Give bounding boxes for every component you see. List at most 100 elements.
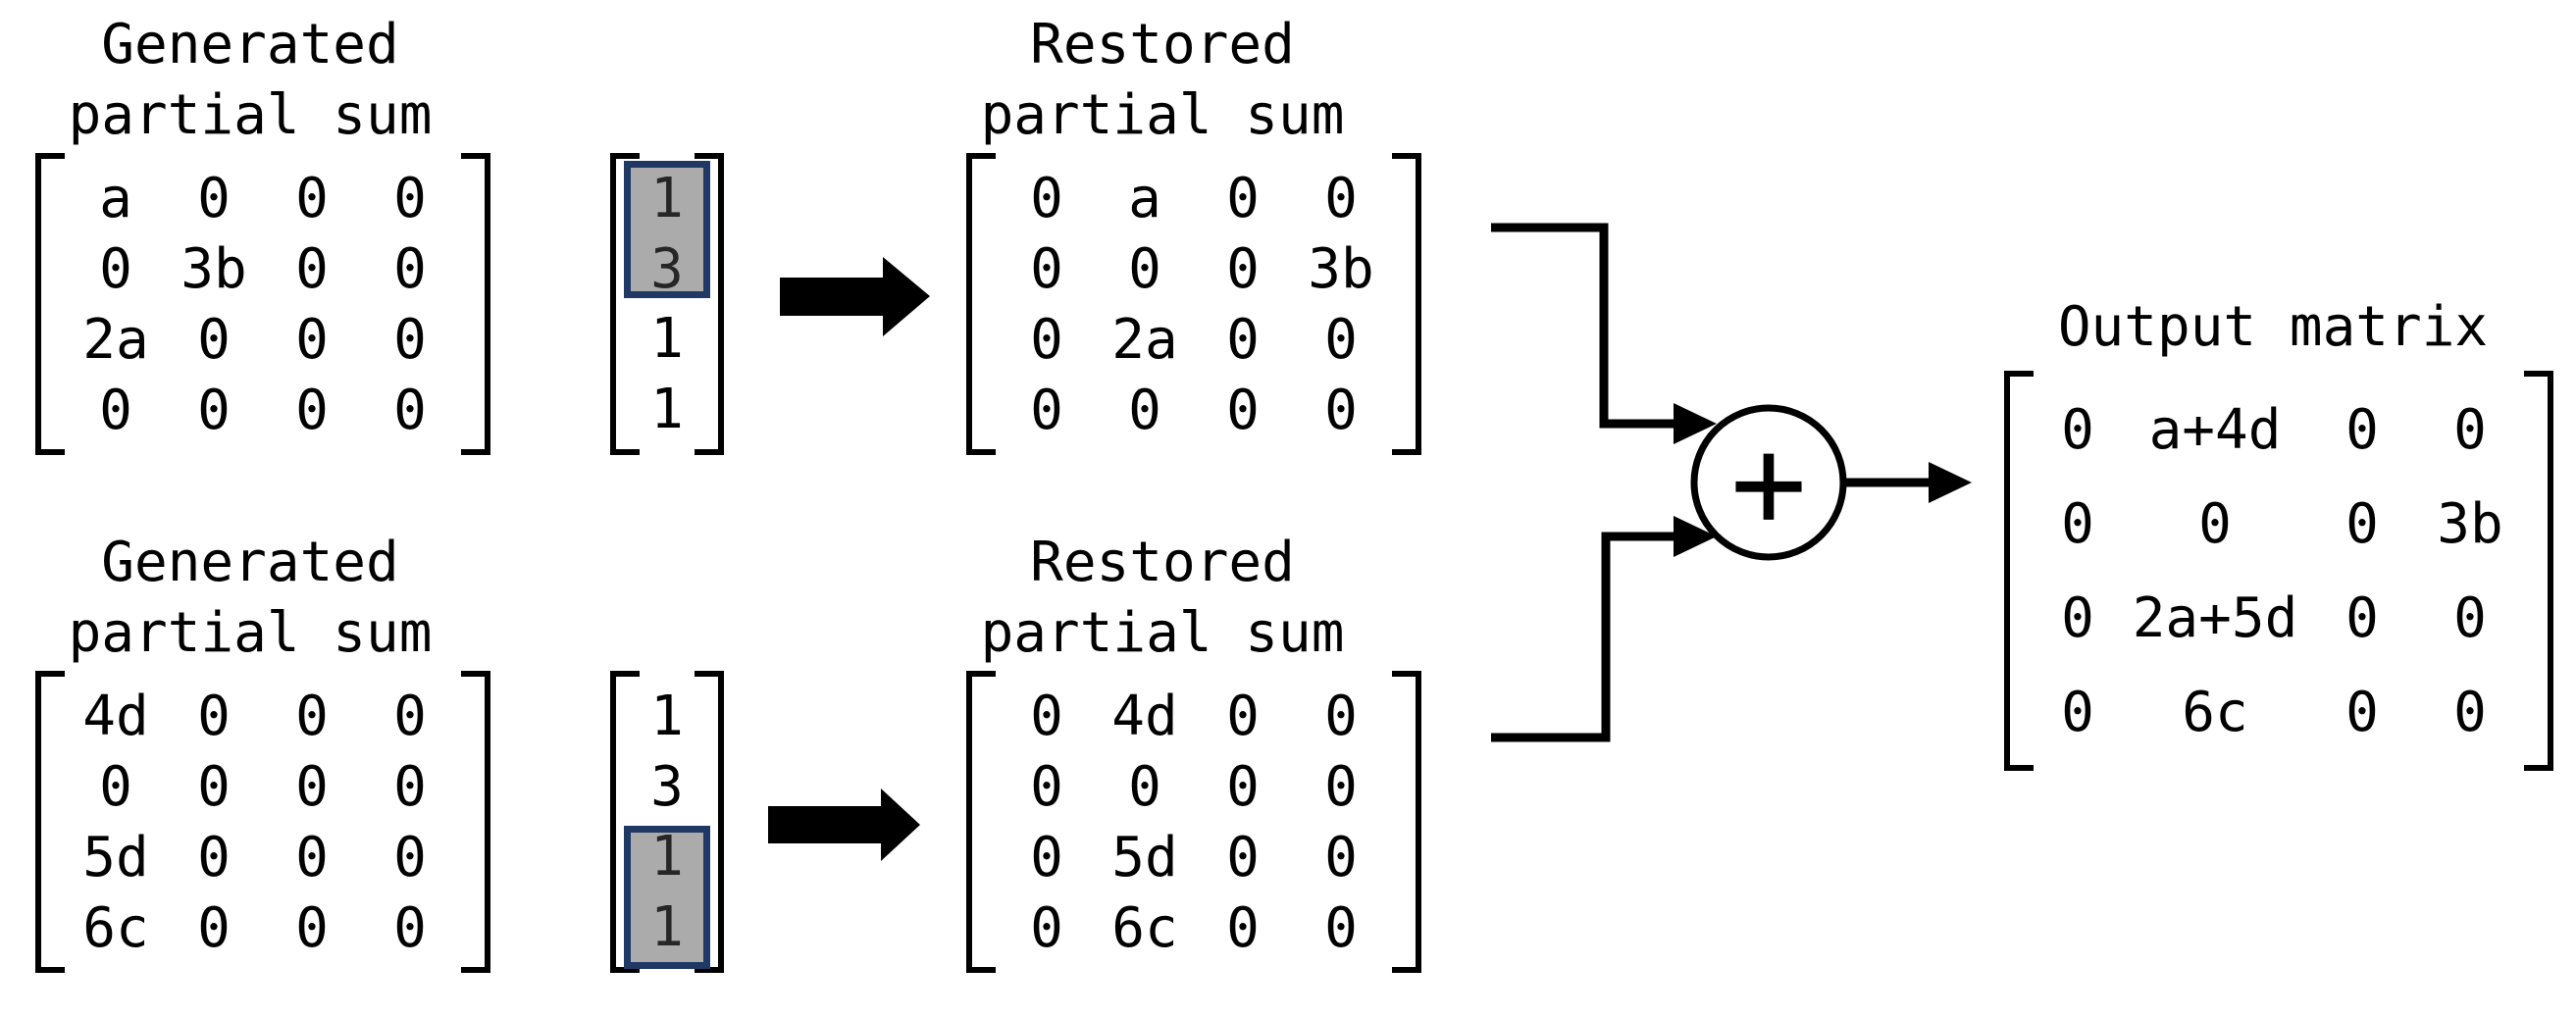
matrix-cell: 0 xyxy=(197,754,231,819)
matrix-cell: 0 xyxy=(393,236,427,301)
bracket-right-icon xyxy=(695,153,724,455)
matrix-cell: 0 xyxy=(295,307,329,372)
matrix-cell: 0 xyxy=(2345,585,2379,650)
matrix-cell: 2a xyxy=(1111,307,1178,372)
matrix-cell: 0 xyxy=(1128,236,1161,301)
matrix-cell: 0 xyxy=(2345,397,2379,462)
matrix-cell: 0 xyxy=(1030,825,1063,890)
matrix-cell: 0 xyxy=(1324,895,1358,960)
matrix-cell: 0 xyxy=(393,378,427,442)
highlight-box xyxy=(624,826,710,969)
matrix-cell: 0 xyxy=(1226,166,1260,230)
matrix-cell: 0 xyxy=(393,684,427,748)
matrix-cell: 0 xyxy=(99,236,132,301)
matrix-cell: 0 xyxy=(99,754,132,819)
matrix-cell: 0 xyxy=(1030,684,1063,748)
restored-matrix-top: 0 a 0 0 0 0 0 3b 0 2a 0 0 0 0 0 0 xyxy=(966,153,1421,455)
matrix-cell: 0 xyxy=(197,166,231,230)
bracket-right-icon xyxy=(461,153,490,455)
generated-title-top: Generated partial sum xyxy=(68,13,433,147)
bracket-right-icon xyxy=(695,671,724,973)
vector-cell: 3 xyxy=(650,754,684,819)
matrix-cell: 0 xyxy=(197,307,231,372)
matrix-cell: 0 xyxy=(2061,680,2094,744)
matrix-cells: a 0 0 0 0 3b 0 0 2a 0 0 0 0 0 0 0 xyxy=(65,153,461,455)
matrix-cell: 0 xyxy=(2061,491,2094,556)
block-arrow-bottom-icon xyxy=(768,788,920,861)
wire-bottom-to-adder xyxy=(1491,532,1679,742)
matrix-cell: 0 xyxy=(197,378,231,442)
bracket-right-icon xyxy=(1392,671,1421,973)
matrix-cell: 6c xyxy=(1111,895,1178,960)
matrix-cell: 0 xyxy=(1226,825,1260,890)
matrix-cell: 0 xyxy=(295,236,329,301)
bracket-left-icon xyxy=(610,153,640,455)
arrowhead-icon xyxy=(1674,403,1717,444)
vector-cell: 1 xyxy=(650,894,684,959)
matrix-cell: 0 xyxy=(197,825,231,890)
matrix-cell: 0 xyxy=(2453,680,2487,744)
matrix-cell: 4d xyxy=(82,684,149,748)
matrix-cell: 0 xyxy=(1226,236,1260,301)
matrix-cell: 0 xyxy=(1324,307,1358,372)
matrix-cell: a+4d xyxy=(2148,397,2282,462)
vector-cells: 1 3 1 1 xyxy=(624,671,710,973)
matrix-cell: 0 xyxy=(295,166,329,230)
matrix-cell: 0 xyxy=(2198,491,2232,556)
matrix-cell: 0 xyxy=(1030,236,1063,301)
bracket-left-icon xyxy=(966,671,996,973)
matrix-cell: 3b xyxy=(180,236,247,301)
matrix-cell: 0 xyxy=(1128,754,1161,819)
arrowhead-icon xyxy=(1674,516,1717,557)
restored-title-top: Restored partial sum xyxy=(980,13,1345,147)
bracket-right-icon xyxy=(2524,371,2553,771)
matrix-cell: 0 xyxy=(1030,895,1063,960)
matrix-cell: 0 xyxy=(1128,378,1161,442)
matrix-cell: 0 xyxy=(1324,378,1358,442)
vector-cell: 1 xyxy=(650,377,684,441)
bracket-left-icon xyxy=(966,153,996,455)
matrix-cell: 0 xyxy=(1324,825,1358,890)
matrix-cell: 0 xyxy=(295,684,329,748)
matrix-cell: 0 xyxy=(393,895,427,960)
matrix-cells: 4d 0 0 0 0 0 0 0 5d 0 0 0 6c 0 0 0 xyxy=(65,671,461,973)
matrix-cell: 0 xyxy=(295,378,329,442)
matrix-cell: 0 xyxy=(295,754,329,819)
matrix-cell: 5d xyxy=(82,825,149,890)
matrix-cell: 0 xyxy=(197,684,231,748)
bracket-left-icon xyxy=(2004,371,2034,771)
matrix-cell: 0 xyxy=(1226,754,1260,819)
matrix-cell: 0 xyxy=(1226,895,1260,960)
bracket-right-icon xyxy=(1392,153,1421,455)
matrix-cell: 0 xyxy=(2345,680,2379,744)
matrix-cells: 0 4d 0 0 0 0 0 0 0 5d 0 0 0 6c 0 0 xyxy=(996,671,1392,973)
broadcast-vector-top: 1 3 1 1 xyxy=(610,153,724,455)
matrix-cell: 0 xyxy=(197,895,231,960)
vector-cells: 1 3 1 1 xyxy=(624,153,710,455)
generated-matrix-bottom: 4d 0 0 0 0 0 0 0 5d 0 0 0 6c 0 0 0 xyxy=(35,671,490,973)
bracket-left-icon xyxy=(610,671,640,973)
matrix-cell: 0 xyxy=(1226,684,1260,748)
broadcast-vector-bottom: 1 3 1 1 xyxy=(610,671,724,973)
matrix-cell: 0 xyxy=(1030,166,1063,230)
vector-cell: 1 xyxy=(650,307,684,372)
matrix-cell: 2a+5d xyxy=(2132,585,2298,650)
matrix-cell: 0 xyxy=(295,895,329,960)
bracket-right-icon xyxy=(461,671,490,973)
matrix-cell: 0 xyxy=(2453,585,2487,650)
output-matrix-title: Output matrix xyxy=(2057,295,2489,359)
matrix-cell: 0 xyxy=(393,754,427,819)
output-matrix: 0 a+4d 0 0 0 0 0 3b 0 2a+5d 0 0 0 6c 0 0 xyxy=(2004,371,2553,771)
restored-matrix-bottom: 0 4d 0 0 0 0 0 0 0 5d 0 0 0 6c 0 0 xyxy=(966,671,1421,973)
matrix-cell: 5d xyxy=(1111,825,1178,890)
generated-title-bottom: Generated partial sum xyxy=(68,531,433,665)
matrix-cell: 3b xyxy=(1308,236,1374,301)
vector-cell: 1 xyxy=(650,685,684,749)
matrix-cells: 0 a 0 0 0 0 0 3b 0 2a 0 0 0 0 0 0 xyxy=(996,153,1392,455)
matrix-cell: 0 xyxy=(1226,307,1260,372)
matrix-cell: 6c xyxy=(82,895,149,960)
matrix-cell: 0 xyxy=(393,307,427,372)
matrix-cell: 0 xyxy=(1030,307,1063,372)
matrix-cell: 0 xyxy=(2453,397,2487,462)
matrix-cell: 0 xyxy=(2061,397,2094,462)
